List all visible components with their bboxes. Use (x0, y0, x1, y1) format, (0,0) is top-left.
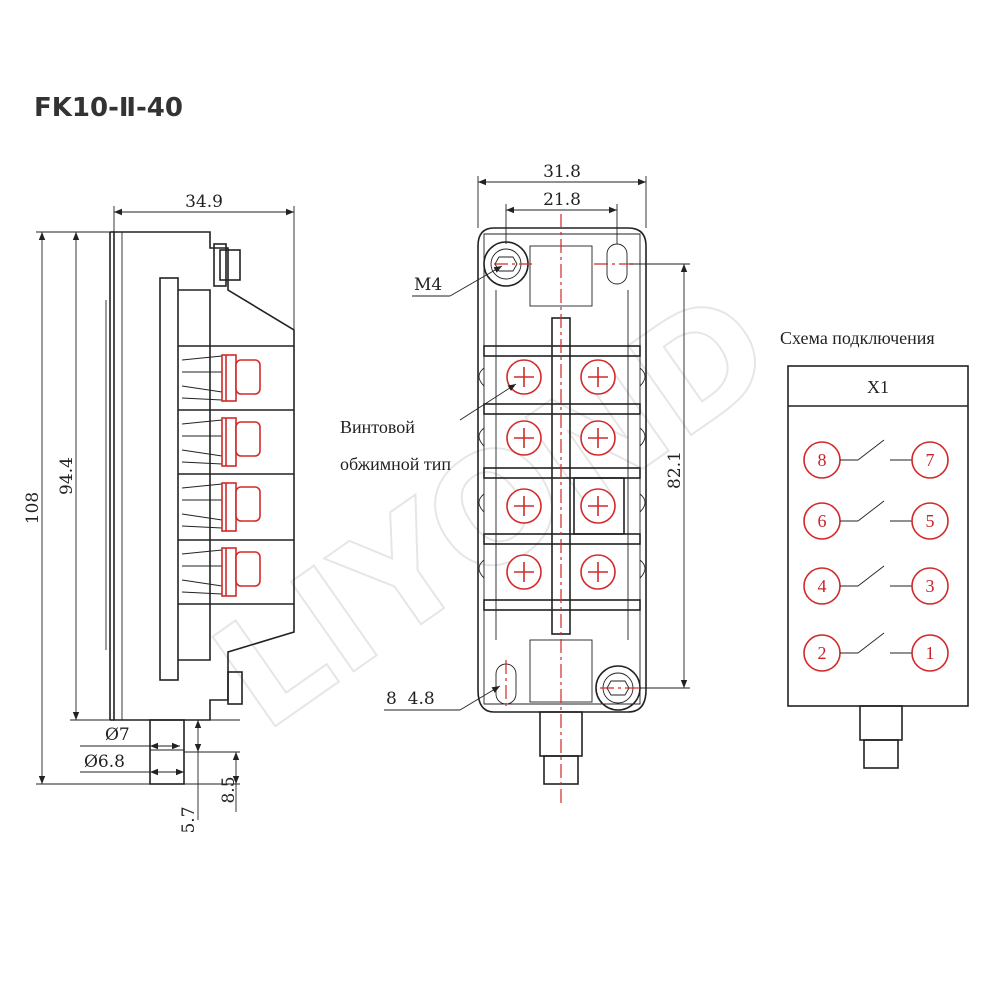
screw-left-4 (506, 554, 542, 590)
terminal-label-line2: обжимной тип (340, 454, 451, 474)
pin-4: 4 (818, 576, 827, 596)
screw-right-4 (580, 554, 616, 590)
dim-dia-6-8: Ø6.8 (84, 752, 125, 772)
dim-front-width-outer: 31.8 (543, 162, 581, 182)
screw-left-1 (506, 359, 542, 395)
dim-side-height-inner: 94.4 (57, 457, 77, 495)
page-title: FK10-Ⅱ-40 (34, 93, 183, 123)
screw-right-2 (580, 420, 616, 456)
wiring-gland (859, 705, 903, 741)
dim-slot: 8 4.8 (386, 689, 435, 709)
side-screw-1 (221, 354, 261, 402)
contact-row-4: 2 1 (803, 632, 949, 672)
pin-6: 6 (818, 511, 827, 531)
terminal-label-line1: Винтовой (340, 417, 415, 437)
screw-left-3 (506, 488, 542, 524)
dim-screw-m4: M4 (414, 275, 442, 295)
contact-row-1: 8 7 (803, 439, 949, 479)
pin-1: 1 (926, 643, 935, 663)
side-view: 34.9 108 94.4 Ø7 Ø6.8 5.7 8.5 (23, 192, 295, 834)
watermark: LIYOND (185, 258, 803, 763)
dim-front-height-holes: 82.1 (665, 451, 685, 489)
wiring-caption: Схема подключения (780, 328, 935, 348)
dim-len-8-5: 8.5 (219, 776, 239, 803)
pin-2: 2 (818, 643, 827, 663)
side-screw-2 (221, 417, 261, 467)
side-screw-4 (221, 547, 261, 597)
contact-row-3: 4 3 (803, 565, 949, 605)
contact-row-2: 6 5 (803, 500, 949, 540)
wiring-header: X1 (867, 377, 889, 397)
wiring-diagram: Схема подключения X1 8 7 6 5 4 (780, 328, 969, 769)
pin-7: 7 (926, 450, 935, 470)
dim-front-width-inner: 21.8 (543, 190, 581, 210)
dim-side-height-total: 108 (23, 492, 43, 524)
pin-8: 8 (818, 450, 827, 470)
pin-5: 5 (926, 511, 935, 531)
screw-right-1 (580, 359, 616, 395)
side-screw-3 (221, 482, 261, 532)
front-view: 31.8 21.8 82.1 M4 8 4.8 Винтовой обжимно… (340, 162, 690, 806)
dim-side-width: 34.9 (185, 192, 223, 212)
dim-dia-7: Ø7 (105, 725, 130, 745)
pin-3: 3 (926, 576, 935, 596)
screw-left-2 (506, 420, 542, 456)
screw-right-3 (580, 488, 616, 524)
dim-len-5-7: 5.7 (179, 806, 199, 833)
front-screws (506, 359, 616, 590)
